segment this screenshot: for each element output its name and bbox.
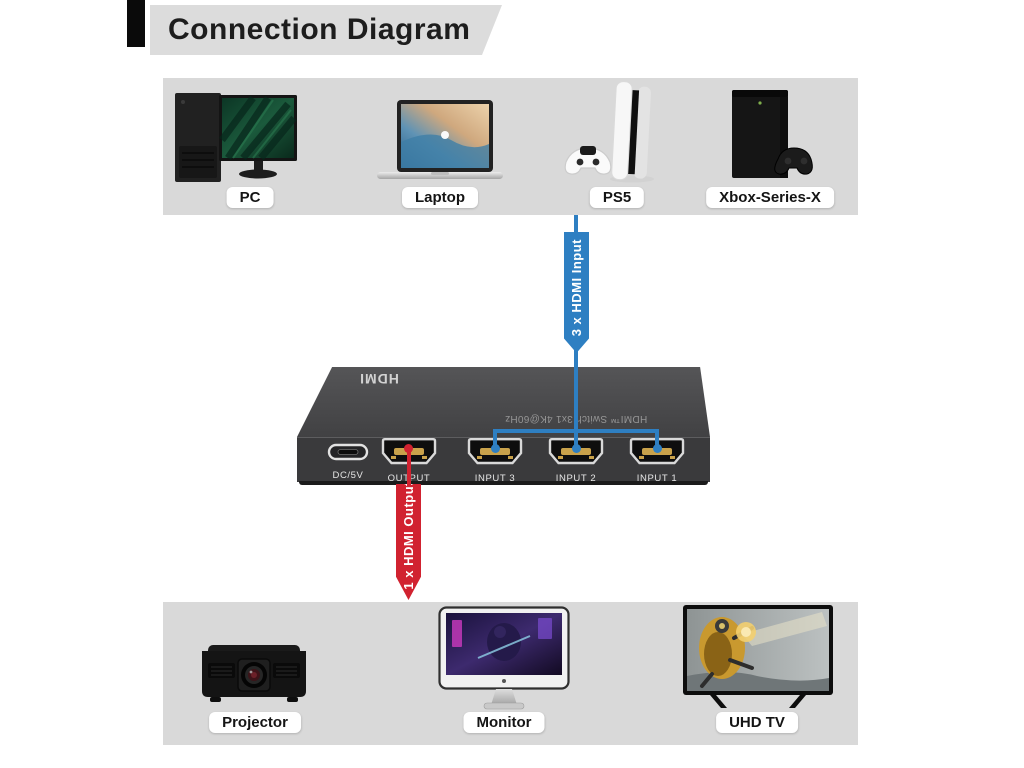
header-banner: Connection Diagram bbox=[150, 5, 502, 55]
dc5v-port: DC/5V bbox=[316, 443, 380, 481]
device-label-monitor: Monitor bbox=[463, 712, 545, 733]
input2-plug-dot bbox=[571, 444, 581, 453]
input1-plug-dot bbox=[652, 444, 662, 453]
input-arrow-line-bottom bbox=[574, 350, 578, 432]
input1-port-label: INPUT 1 bbox=[636, 473, 678, 484]
input2-stub bbox=[574, 429, 578, 446]
ps5-illustration bbox=[558, 80, 670, 184]
switch-base-edge bbox=[299, 481, 708, 485]
input3-port-label: INPUT 3 bbox=[474, 473, 516, 484]
device-label-ps5: PS5 bbox=[589, 187, 645, 208]
page-title: Connection Diagram bbox=[168, 13, 471, 46]
input3-stub bbox=[493, 429, 497, 446]
input-arrow-line-top bbox=[574, 215, 578, 234]
monitor-illustration bbox=[438, 606, 570, 710]
device-label-pc: PC bbox=[226, 187, 274, 208]
input-arrow-ribbon: 3 x HDMI Input bbox=[564, 232, 589, 353]
switch-top-surface bbox=[297, 367, 710, 437]
dc5v-port-label: DC/5V bbox=[332, 470, 364, 481]
output-arrow-label: 1 x HDMI Output bbox=[401, 480, 416, 590]
xbox-illustration bbox=[722, 85, 822, 183]
laptop-illustration bbox=[375, 98, 505, 182]
input1-stub bbox=[655, 429, 659, 446]
device-label-uhd-tv: UHD TV bbox=[716, 712, 798, 733]
output-arrow-line-top bbox=[407, 448, 411, 486]
projector-illustration bbox=[194, 639, 316, 709]
output-arrow-ribbon: 1 x HDMI Output bbox=[396, 484, 421, 600]
input3-plug-dot bbox=[490, 444, 500, 453]
device-label-xbox: Xbox-Series-X bbox=[706, 187, 834, 208]
pc-illustration bbox=[173, 90, 301, 186]
device-label-laptop: Laptop bbox=[402, 187, 478, 208]
hdmi-logo: HDMI bbox=[359, 371, 399, 387]
uhd-tv-illustration bbox=[682, 604, 834, 710]
input-arrow-label: 3 x HDMI Input bbox=[569, 238, 584, 337]
header-accent-bar bbox=[127, 0, 145, 47]
device-label-projector: Projector bbox=[209, 712, 301, 733]
input2-port-label: INPUT 2 bbox=[555, 473, 597, 484]
